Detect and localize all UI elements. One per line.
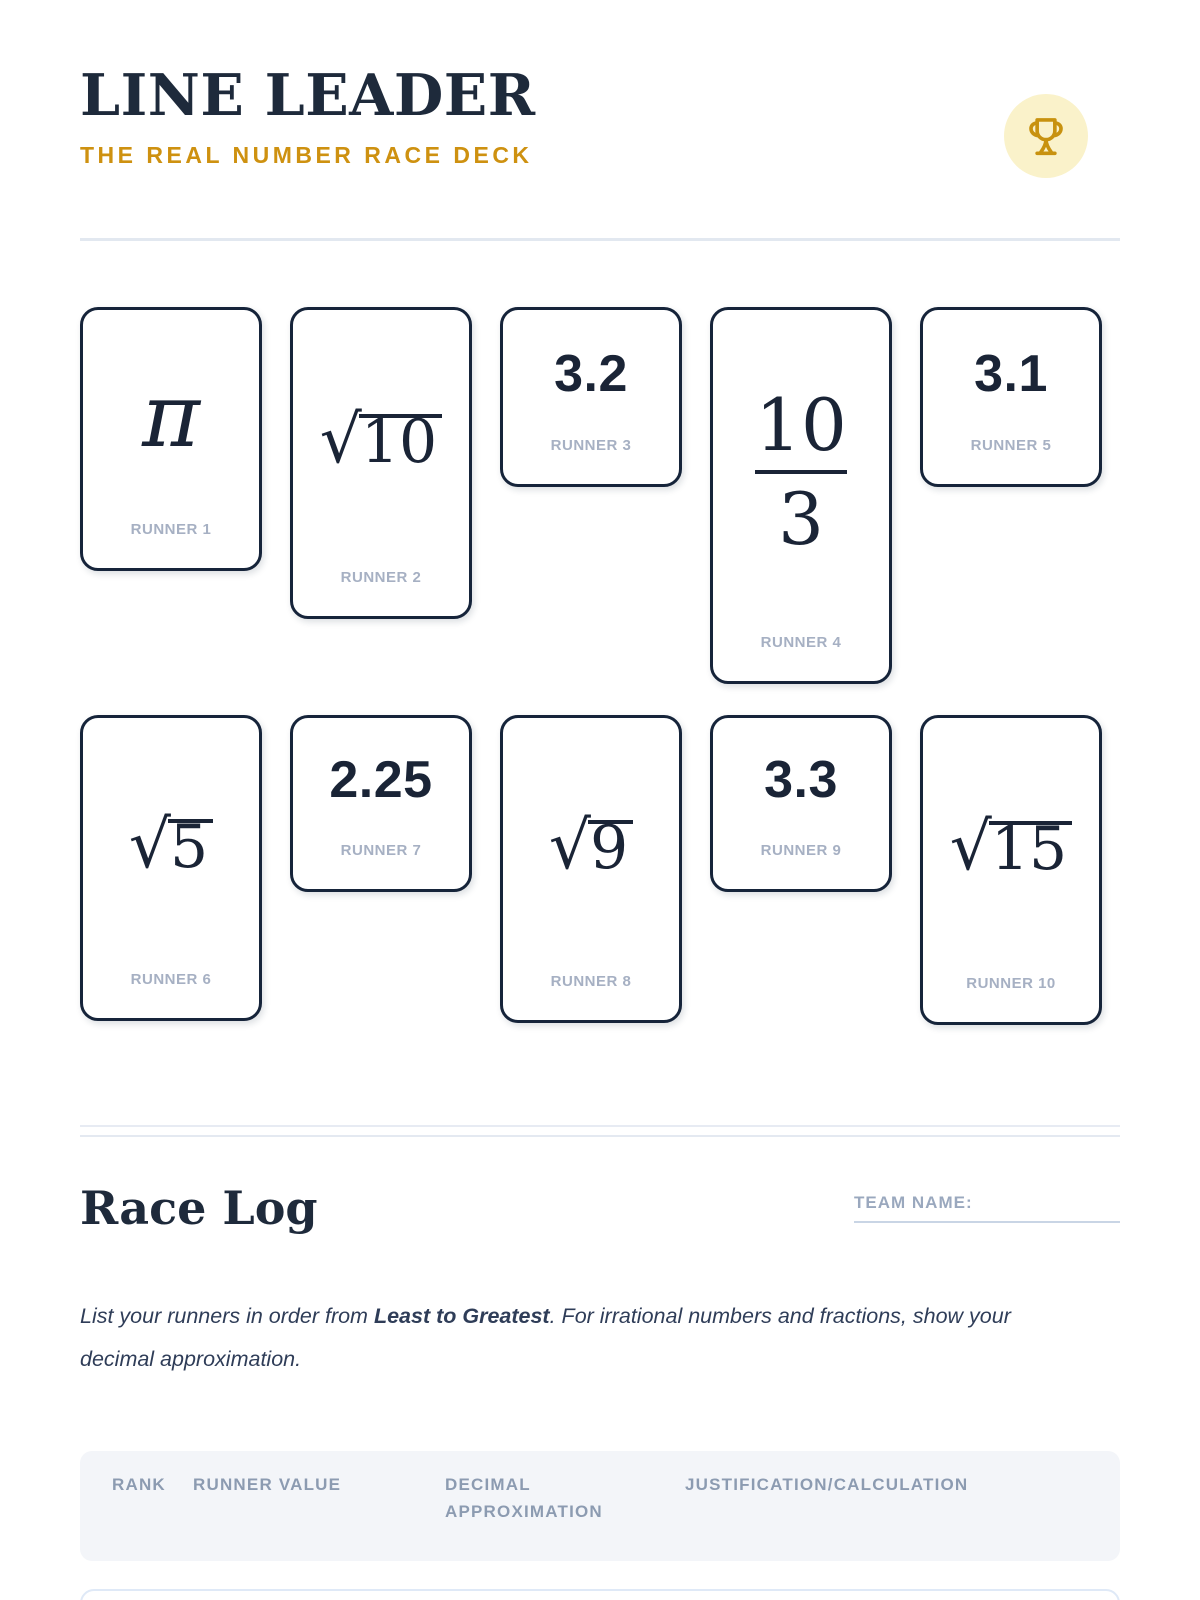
log-table-header: RANK RUNNER VALUE DECIMAL APPROXIMATION …: [80, 1451, 1120, 1562]
runner-card-6: √5 RUNNER 6: [80, 715, 262, 1021]
team-name-field[interactable]: TEAM NAME:: [854, 1193, 1120, 1223]
runner-label: RUNNER 3: [550, 437, 632, 454]
instructions-bold: Least to Greatest: [373, 1304, 550, 1328]
runner-label: RUNNER 10: [966, 975, 1056, 992]
page-subtitle: THE REAL NUMBER RACE DECK: [80, 142, 533, 169]
runner-card-9: 3.3 RUNNER 9: [710, 715, 892, 892]
card-value: √9: [503, 718, 679, 973]
instructions-prefix: List your runners in order from: [80, 1304, 374, 1328]
runner-label: RUNNER 9: [760, 842, 842, 859]
section-divider: [80, 1125, 1120, 1137]
runner-card-3: 3.2 RUNNER 3: [500, 307, 682, 487]
title-block: LINE LEADER THE REAL NUMBER RACE DECK: [80, 62, 536, 169]
instructions-suffix: . For irrational numbers and fractions, …: [80, 1304, 1011, 1371]
team-name-label: TEAM NAME:: [854, 1193, 973, 1212]
runner-label: RUNNER 7: [340, 842, 422, 859]
log-table-row: [80, 1589, 1120, 1600]
column-header-decimal-approximation: DECIMAL APPROXIMATION: [445, 1475, 603, 1522]
card-value: √5: [83, 718, 259, 971]
runner-label: RUNNER 2: [340, 569, 422, 586]
runner-label: RUNNER 6: [130, 971, 212, 988]
column-header-rank: RANK: [112, 1475, 166, 1494]
runner-label: RUNNER 5: [970, 437, 1052, 454]
runner-label: RUNNER 4: [760, 634, 842, 651]
race-log-header: Race Log TEAM NAME:: [80, 1181, 1120, 1235]
page-title: LINE LEADER: [80, 62, 536, 129]
column-header-justification: JUSTIFICATION/CALCULATION: [685, 1475, 969, 1494]
card-value: √15: [923, 718, 1099, 975]
card-value: 3.1: [974, 344, 1048, 403]
runner-card-10: √15 RUNNER 10: [920, 715, 1102, 1025]
card-value: 3.2: [554, 344, 628, 403]
card-value: 2.25: [329, 751, 433, 809]
race-log-heading: Race Log: [80, 1181, 318, 1235]
runner-card-8: √9 RUNNER 8: [500, 715, 682, 1023]
card-value: π: [142, 363, 200, 467]
column-header-runner-value: RUNNER VALUE: [193, 1475, 342, 1494]
runner-card-5: 3.1 RUNNER 5: [920, 307, 1102, 487]
page-header: LINE LEADER THE REAL NUMBER RACE DECK: [80, 62, 1120, 178]
runner-card-2: √10 RUNNER 2: [290, 307, 472, 619]
header-divider: [80, 238, 1120, 241]
runner-label: RUNNER 8: [550, 973, 632, 990]
trophy-badge: [1004, 94, 1088, 178]
runner-card-7: 2.25 RUNNER 7: [290, 715, 472, 892]
card-value: 3.3: [764, 751, 838, 809]
instructions-text: List your runners in order from Least to…: [80, 1295, 1045, 1381]
runner-label: RUNNER 1: [130, 521, 212, 538]
trophy-icon: [1021, 109, 1071, 164]
runner-card-1: π RUNNER 1: [80, 307, 262, 571]
card-value: √10: [293, 310, 469, 569]
